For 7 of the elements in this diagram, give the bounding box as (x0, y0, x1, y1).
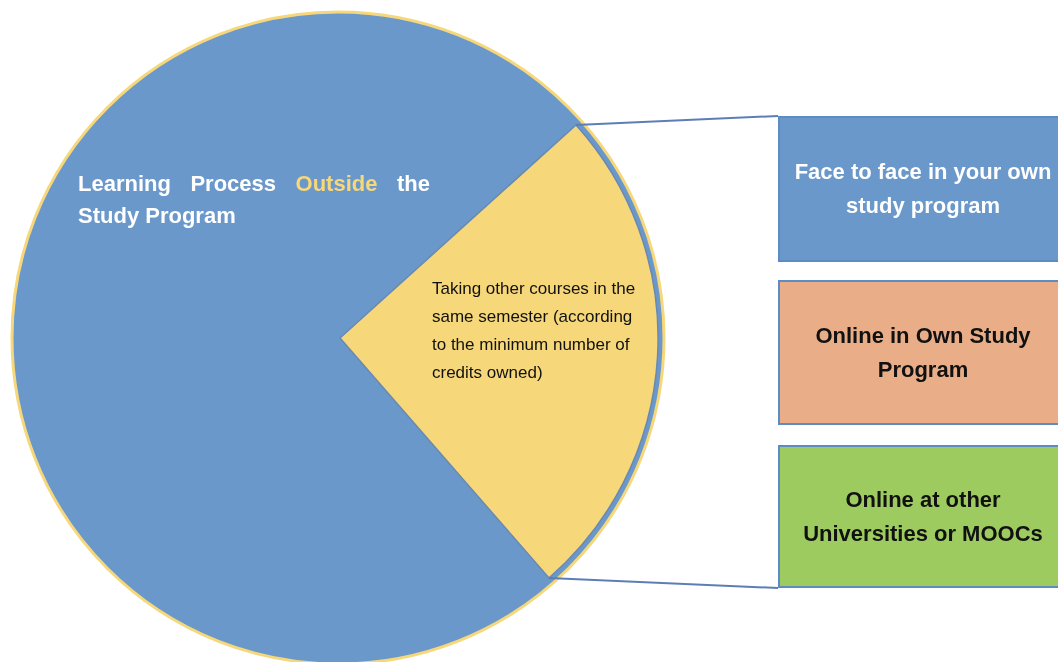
circle-title: Learning Process Outside the Study Program (78, 170, 430, 230)
wedge-text: Taking other courses in the same semester (according to the minimum number of credits owned) (432, 278, 637, 384)
category-box: Online in Own Study Program (778, 280, 1058, 425)
connector-line (575, 115, 779, 126)
connector-line (548, 577, 779, 589)
category-box: Face to face in your own study program (778, 116, 1058, 262)
category-box: Online at other Universities or MOOCs (778, 445, 1058, 588)
